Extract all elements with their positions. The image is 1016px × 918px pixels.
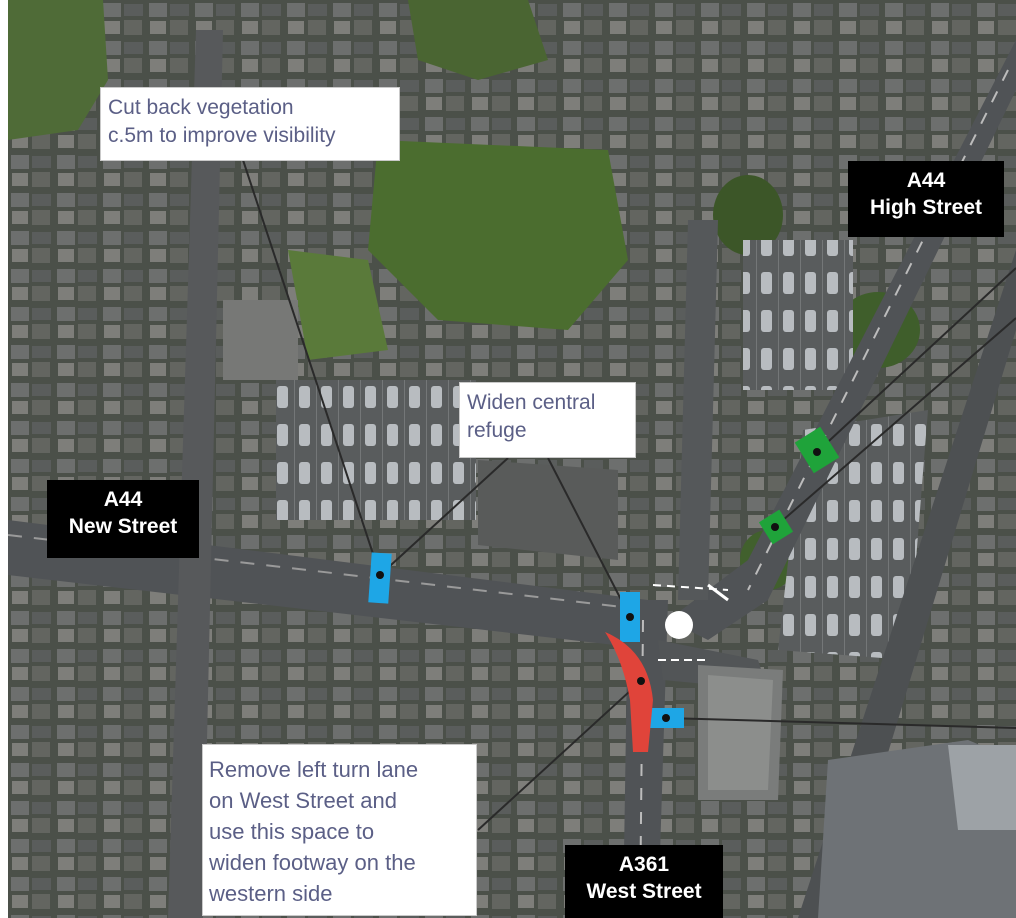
blue-marker-new-street-point bbox=[376, 571, 384, 579]
mini-roundabout bbox=[665, 611, 693, 639]
blue-marker-refuge-point bbox=[626, 613, 634, 621]
leader-line-vegetation bbox=[242, 159, 381, 576]
callout-turn-lane-line-4: widen footway on the bbox=[209, 850, 416, 875]
road-name-west-street: West Street bbox=[586, 880, 702, 903]
scheme-markers bbox=[368, 426, 840, 752]
road-label-new-street: A44 New Street bbox=[47, 480, 199, 558]
callout-vegetation-line-1: Cut back vegetation bbox=[108, 96, 294, 119]
callout-turn-lane-line-2: on West Street and bbox=[209, 788, 397, 813]
road-number-west-street: A361 bbox=[618, 853, 670, 876]
leader-line-refuge-1 bbox=[379, 457, 509, 576]
road-number-high-street: A44 bbox=[906, 169, 946, 192]
aerial-map[interactable]: A44 High Street A44 New Street A361 West… bbox=[8, 0, 1016, 918]
callout-vegetation: Cut back vegetation c.5m to improve visi… bbox=[100, 87, 400, 161]
green-marker-high-street-1-point bbox=[813, 448, 821, 456]
callout-turn-lane-line-1: Remove left turn lane bbox=[209, 757, 419, 782]
road-name-new-street: New Street bbox=[68, 515, 178, 538]
leader-lines bbox=[242, 159, 1016, 831]
callout-refuge-line-2: refuge bbox=[467, 419, 527, 442]
green-marker-high-street-2-point bbox=[771, 523, 779, 531]
leader-line-high-street-1 bbox=[816, 267, 1016, 453]
callout-refuge: Widen central refuge bbox=[459, 382, 636, 458]
road-name-high-street: High Street bbox=[869, 196, 982, 219]
leader-line-turn-lane bbox=[477, 680, 642, 831]
road-label-west-street: A361 West Street bbox=[565, 845, 723, 918]
road-label-high-street: A44 High Street bbox=[848, 161, 1004, 237]
leader-line-high-street-2 bbox=[774, 317, 1016, 528]
callout-turn-lane-line-5: western side bbox=[209, 881, 333, 906]
leader-line-east bbox=[665, 717, 1016, 729]
callout-vegetation-line-2: c.5m to improve visibility bbox=[108, 124, 336, 147]
callout-refuge-line-1: Widen central bbox=[467, 391, 596, 414]
blue-marker-west-street-point bbox=[662, 714, 670, 722]
callout-turn-lane: Remove left turn lane on West Street and… bbox=[202, 744, 477, 916]
red-marker-footway-point bbox=[637, 677, 645, 685]
red-marker-footway[interactable] bbox=[605, 632, 653, 752]
callout-turn-lane-line-3: use this space to bbox=[209, 819, 375, 844]
road-number-new-street: A44 bbox=[103, 488, 143, 511]
leader-line-refuge-2 bbox=[547, 457, 631, 618]
